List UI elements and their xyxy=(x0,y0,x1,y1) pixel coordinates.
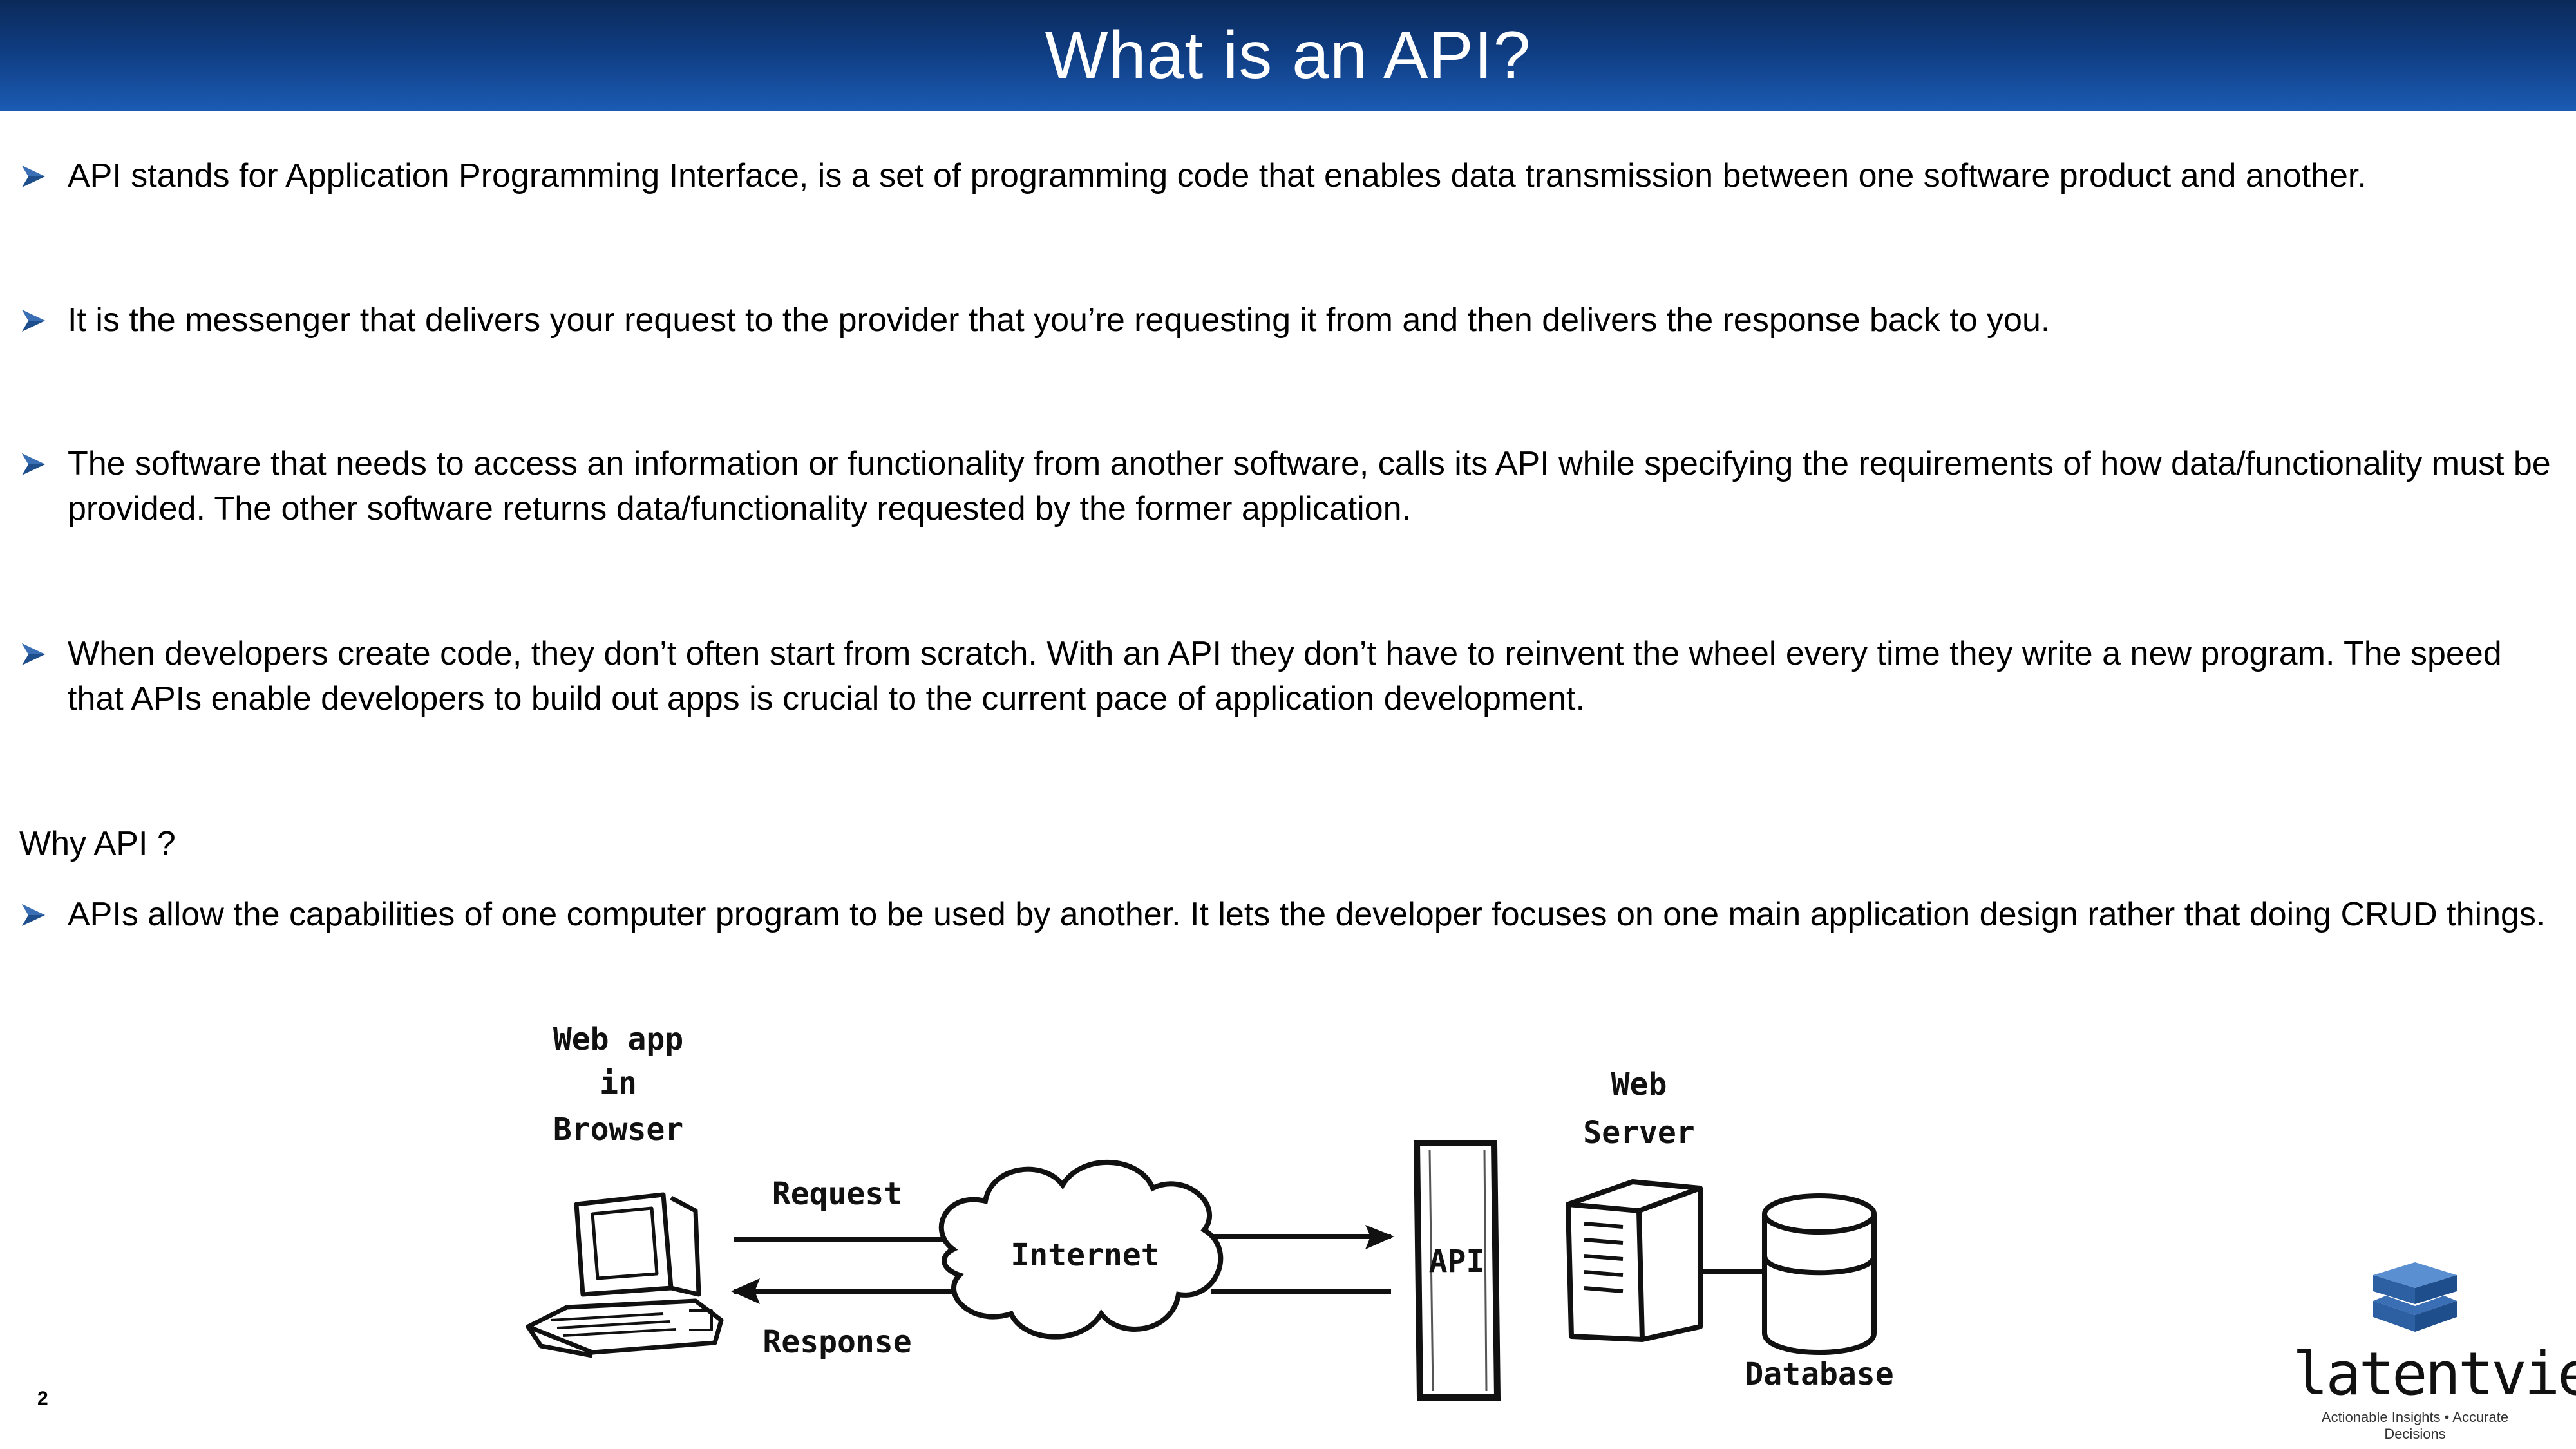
request-arrowhead xyxy=(1365,1225,1394,1249)
client-label-line2: in xyxy=(600,1065,637,1101)
response-arrowhead xyxy=(731,1278,760,1304)
why-api-heading: Why API ? xyxy=(19,825,176,862)
arrow-bullet-icon xyxy=(19,631,68,721)
bullet-text: It is the messenger that delivers your r… xyxy=(68,301,2050,339)
client-label-line3: Browser xyxy=(553,1112,683,1148)
server-label-line2: Server xyxy=(1583,1115,1694,1151)
arrow-bullet-icon xyxy=(19,153,68,198)
bullet-item: The software that needs to access an inf… xyxy=(19,441,2557,531)
bullet-text: API stands for Application Programming I… xyxy=(68,157,2367,194)
slide-title: What is an API? xyxy=(1045,17,1531,93)
api-block: API xyxy=(1413,1140,1501,1401)
bullet-text: APIs allow the capabilities of one compu… xyxy=(68,896,2546,933)
bullet-item: When developers create code, they don’t … xyxy=(19,631,2557,721)
response-label: Response xyxy=(762,1324,911,1360)
bullet-item: APIs allow the capabilities of one compu… xyxy=(19,892,2557,937)
bullet-item: It is the messenger that delivers your r… xyxy=(19,298,2557,343)
logo-wordmark: latentview xyxy=(2293,1340,2576,1408)
slide-number: 2 xyxy=(37,1388,48,1409)
client-label-line1: Web app xyxy=(553,1021,683,1057)
logo-tagline: Actionable Insights • Accurate Decisions xyxy=(2321,1409,2509,1442)
api-diagram: Web app in Browser Request Response Inte… xyxy=(526,1021,1894,1401)
server-label-line1: Web xyxy=(1611,1066,1667,1103)
arrow-bullet-icon xyxy=(19,298,68,343)
web-server-icon xyxy=(1566,1179,1703,1342)
request-label: Request xyxy=(772,1176,902,1212)
bullet-item: API stands for Application Programming I… xyxy=(19,153,2557,198)
database-icon xyxy=(1762,1193,1877,1355)
database-label: Database xyxy=(1745,1356,1893,1392)
api-label: API xyxy=(1429,1244,1485,1280)
bullet-text: The software that needs to access an inf… xyxy=(68,445,2551,527)
bullet-text: When developers create code, they don’t … xyxy=(68,635,2502,717)
internet-cloud-icon xyxy=(938,1159,1224,1340)
arrow-bullet-icon xyxy=(19,441,68,531)
logo-icon xyxy=(2373,1262,2457,1332)
computer-icon xyxy=(526,1192,724,1358)
latentview-logo: latentview Actionable Insights • Accurat… xyxy=(2293,1256,2576,1442)
internet-label: Internet xyxy=(1010,1237,1159,1273)
arrow-bullet-icon xyxy=(19,892,68,937)
title-bar: What is an API? xyxy=(0,0,2576,111)
